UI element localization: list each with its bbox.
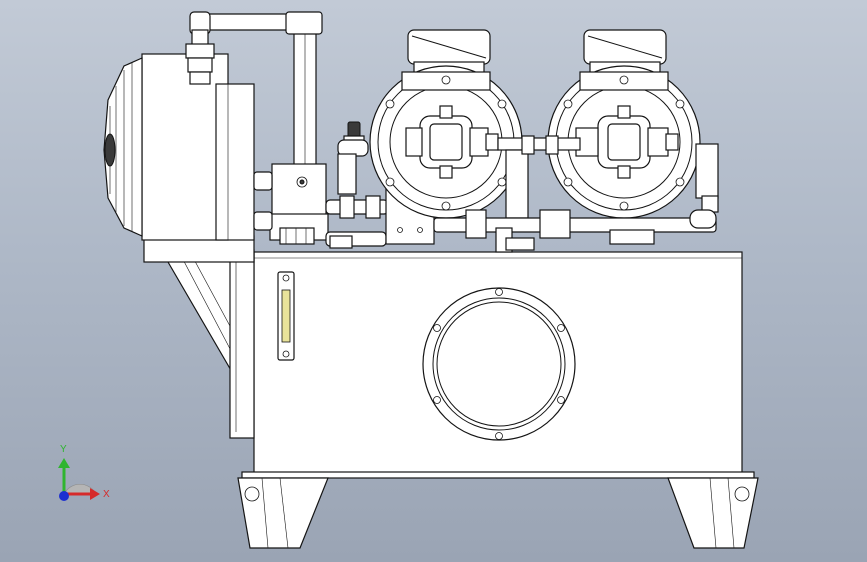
- pipe-fittings: [325, 139, 389, 249]
- triad-y-label: Y: [60, 444, 67, 455]
- right-support-foot: [667, 477, 759, 549]
- pump-unit-2: [547, 29, 701, 219]
- left-support-foot: [237, 477, 329, 549]
- motor-bracket: [143, 235, 255, 439]
- oil-level-sight-gauge: [277, 271, 295, 361]
- coordinate-triad: Y X: [58, 444, 110, 501]
- electric-motor: [103, 53, 255, 241]
- triad-x-label: X: [103, 489, 110, 500]
- supply-pipe: [433, 209, 717, 253]
- inspection-cover: [422, 287, 576, 441]
- pump-coupling-pipes: [497, 135, 719, 219]
- pump-unit-1: [369, 29, 523, 219]
- valve-manifold-block: [253, 163, 329, 245]
- return-pipe: [185, 11, 323, 169]
